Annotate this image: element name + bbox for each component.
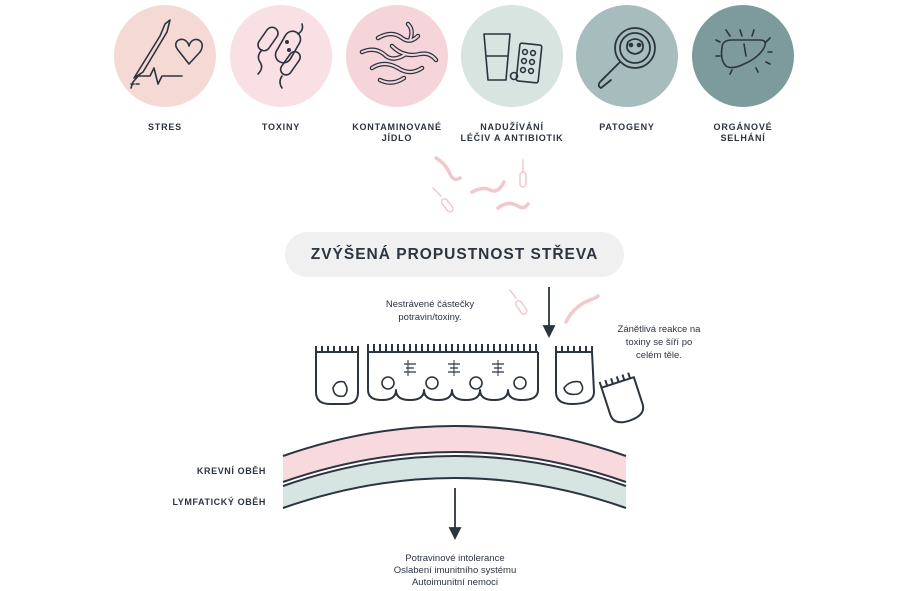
lymph-circulation-label: LYMFATICKÝ OBĚH (172, 497, 266, 507)
cause-toxiny: TOXINY (211, 6, 351, 133)
toxin-particles (434, 156, 600, 324)
intestinal-cells (315, 344, 645, 424)
main-title-pill: ZVÝŠENÁ PROPUSTNOST STŘEVA (285, 232, 624, 277)
bacteria-icon (257, 23, 304, 89)
scalpel-heart-icon (130, 19, 203, 89)
cause-kontaminovane-jidlo: KONTAMINOVANÉ JÍDLO (327, 6, 467, 144)
cause-label: PATOGENY (599, 122, 655, 132)
pills-glass-icon (483, 33, 543, 84)
note-inflammation: Zánětlivá reakce na toxiny se šíří po ce… (617, 324, 701, 361)
cause-label: TOXINY (261, 122, 301, 132)
lymph-vessel-band (283, 456, 626, 508)
toxin-rods (432, 159, 528, 315)
liver-icon (715, 29, 773, 75)
arrow-down-top (542, 287, 556, 339)
outcomes-list: Potravinové intolerance Oslabení imunitn… (360, 553, 550, 589)
outcome-item: Oslabení imunitního systému (393, 565, 517, 576)
cause-label: KONTAMINOVANÉ JÍDLO (352, 122, 442, 143)
magnifier-virus-icon (597, 27, 656, 90)
arrow-down-bottom (448, 488, 462, 541)
cause-label: NADUŽÍVÁNÍ LÉČIV A ANTIBIOTIK (460, 122, 564, 143)
cause-circle (114, 5, 216, 107)
outcome-item: Autoimunitní nemoci (411, 577, 499, 588)
cause-circles (114, 5, 794, 107)
cause-circle (230, 5, 332, 107)
cause-organove-selhani: ORGÁNOVÉ SELHÁNÍ (673, 6, 813, 144)
cause-circle (692, 5, 794, 107)
blood-circulation-label: KREVNÍ OBĚH (196, 466, 266, 476)
outcome-item: Potravinové intolerance (405, 553, 505, 564)
cause-label: ORGÁNOVÉ SELHÁNÍ (713, 122, 773, 143)
cause-label: STRES (147, 122, 182, 132)
cause-patogeny: PATOGENY (557, 6, 697, 133)
vessel-bands (282, 425, 627, 509)
main-title: ZVÝŠENÁ PROPUSTNOST STŘEVA (310, 245, 599, 263)
cause-stres: STRES (95, 6, 235, 133)
note-undigested-particles: Nestrávené částečky potravin/toxiny. (385, 299, 475, 323)
cause-naduzivani-leciv: NADUŽÍVÁNÍ LÉČIV A ANTIBIOTIK (442, 6, 582, 144)
blood-vessel-band (283, 426, 626, 482)
